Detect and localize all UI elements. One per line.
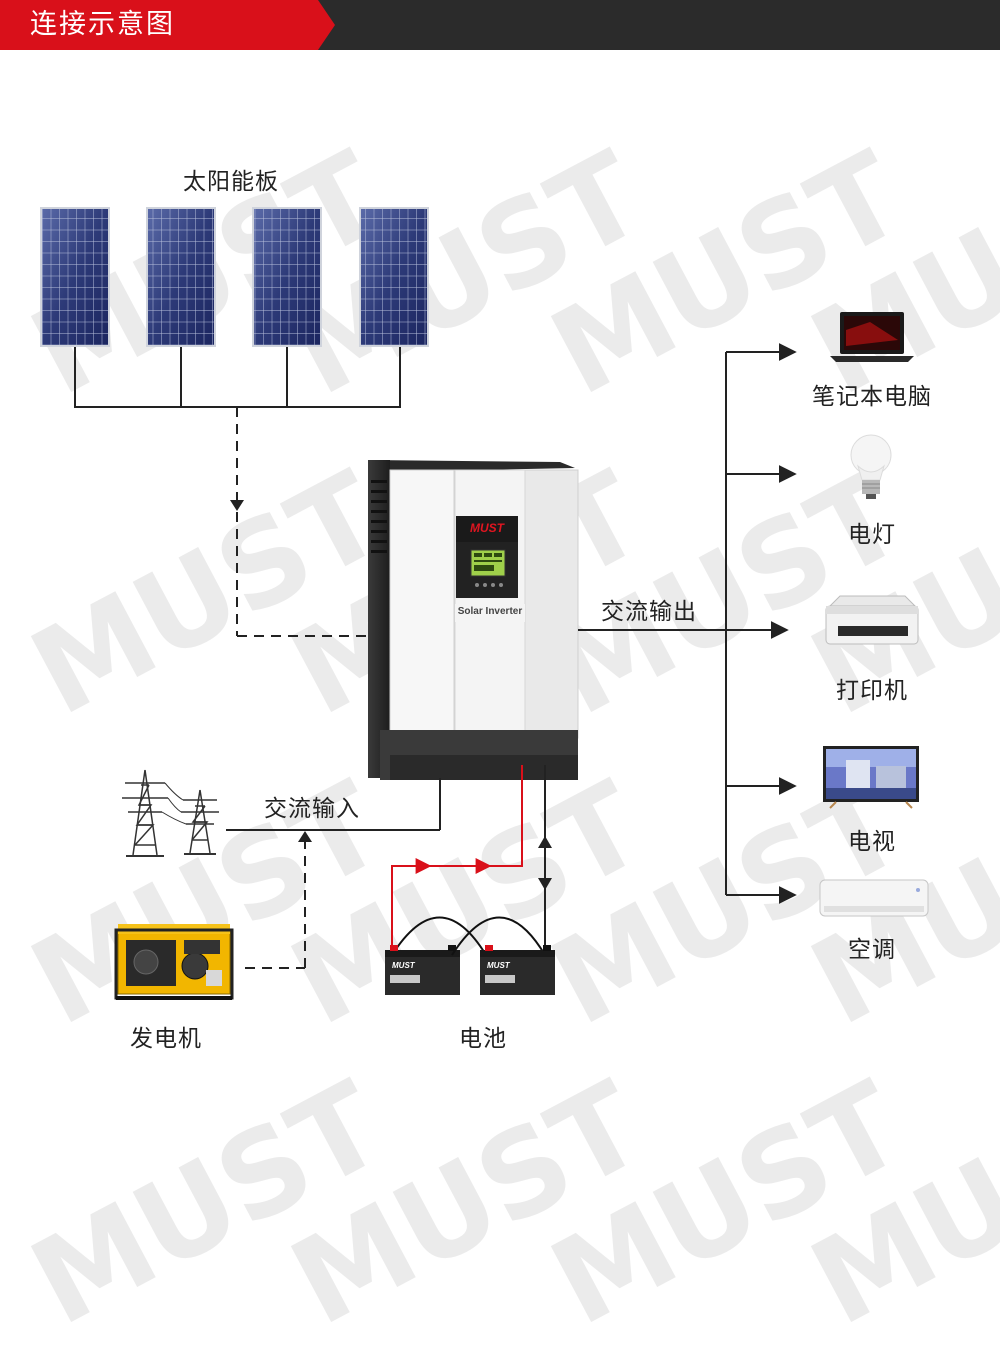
solar-panel-array [40, 207, 429, 347]
inverter-model-label: Solar Inverter [457, 606, 523, 617]
inverter-brand-logo: MUST [470, 521, 504, 535]
page-title: 连接示意图 [30, 9, 175, 40]
ac-input-label: 交流输入 [264, 796, 360, 822]
ac-output-wiring [578, 343, 797, 904]
panel-wiring [74, 347, 401, 408]
ac-input-wiring [226, 778, 441, 831]
battery-icon [451, 916, 555, 995]
connection-diagram [40, 207, 929, 1000]
solar-panel-icon [40, 207, 110, 347]
power-grid-icon [122, 769, 219, 857]
generator-label: 发电机 [130, 1026, 202, 1052]
load-label-light: 电灯 [848, 522, 896, 548]
printer-icon [825, 595, 919, 645]
down-arrow-icon [230, 500, 244, 511]
air-conditioner-icon [819, 879, 929, 917]
header-tab [0, 0, 335, 50]
tv-icon [823, 746, 919, 809]
pv-connection [236, 407, 372, 637]
battery-brand-logo: MUST [487, 961, 510, 970]
solar-panel-icon [252, 207, 322, 347]
generator-icon [114, 924, 234, 1000]
battery-brand-logo: MUST [392, 961, 415, 970]
load-label-printer: 打印机 [836, 678, 908, 704]
generator-connection [245, 837, 306, 969]
solar-panels-label: 太阳能板 [183, 169, 279, 195]
laptop-icon [830, 312, 914, 362]
up-arrow-icon [538, 836, 552, 848]
load-label-laptop: 笔记本电脑 [812, 384, 932, 410]
solar-inverter [368, 460, 579, 780]
down-arrow-icon [538, 878, 552, 890]
load-label-air-conditioner: 空调 [848, 937, 896, 963]
solar-panel-icon [359, 207, 429, 347]
light-bulb-icon [850, 434, 892, 499]
battery-wiring [391, 765, 546, 955]
ac-output-label: 交流输出 [601, 599, 697, 625]
load-label-tv: 电视 [848, 829, 896, 855]
up-arrow-icon [298, 831, 312, 842]
battery-label: 电池 [459, 1026, 507, 1052]
battery-icon [385, 916, 487, 995]
solar-panel-icon [146, 207, 216, 347]
